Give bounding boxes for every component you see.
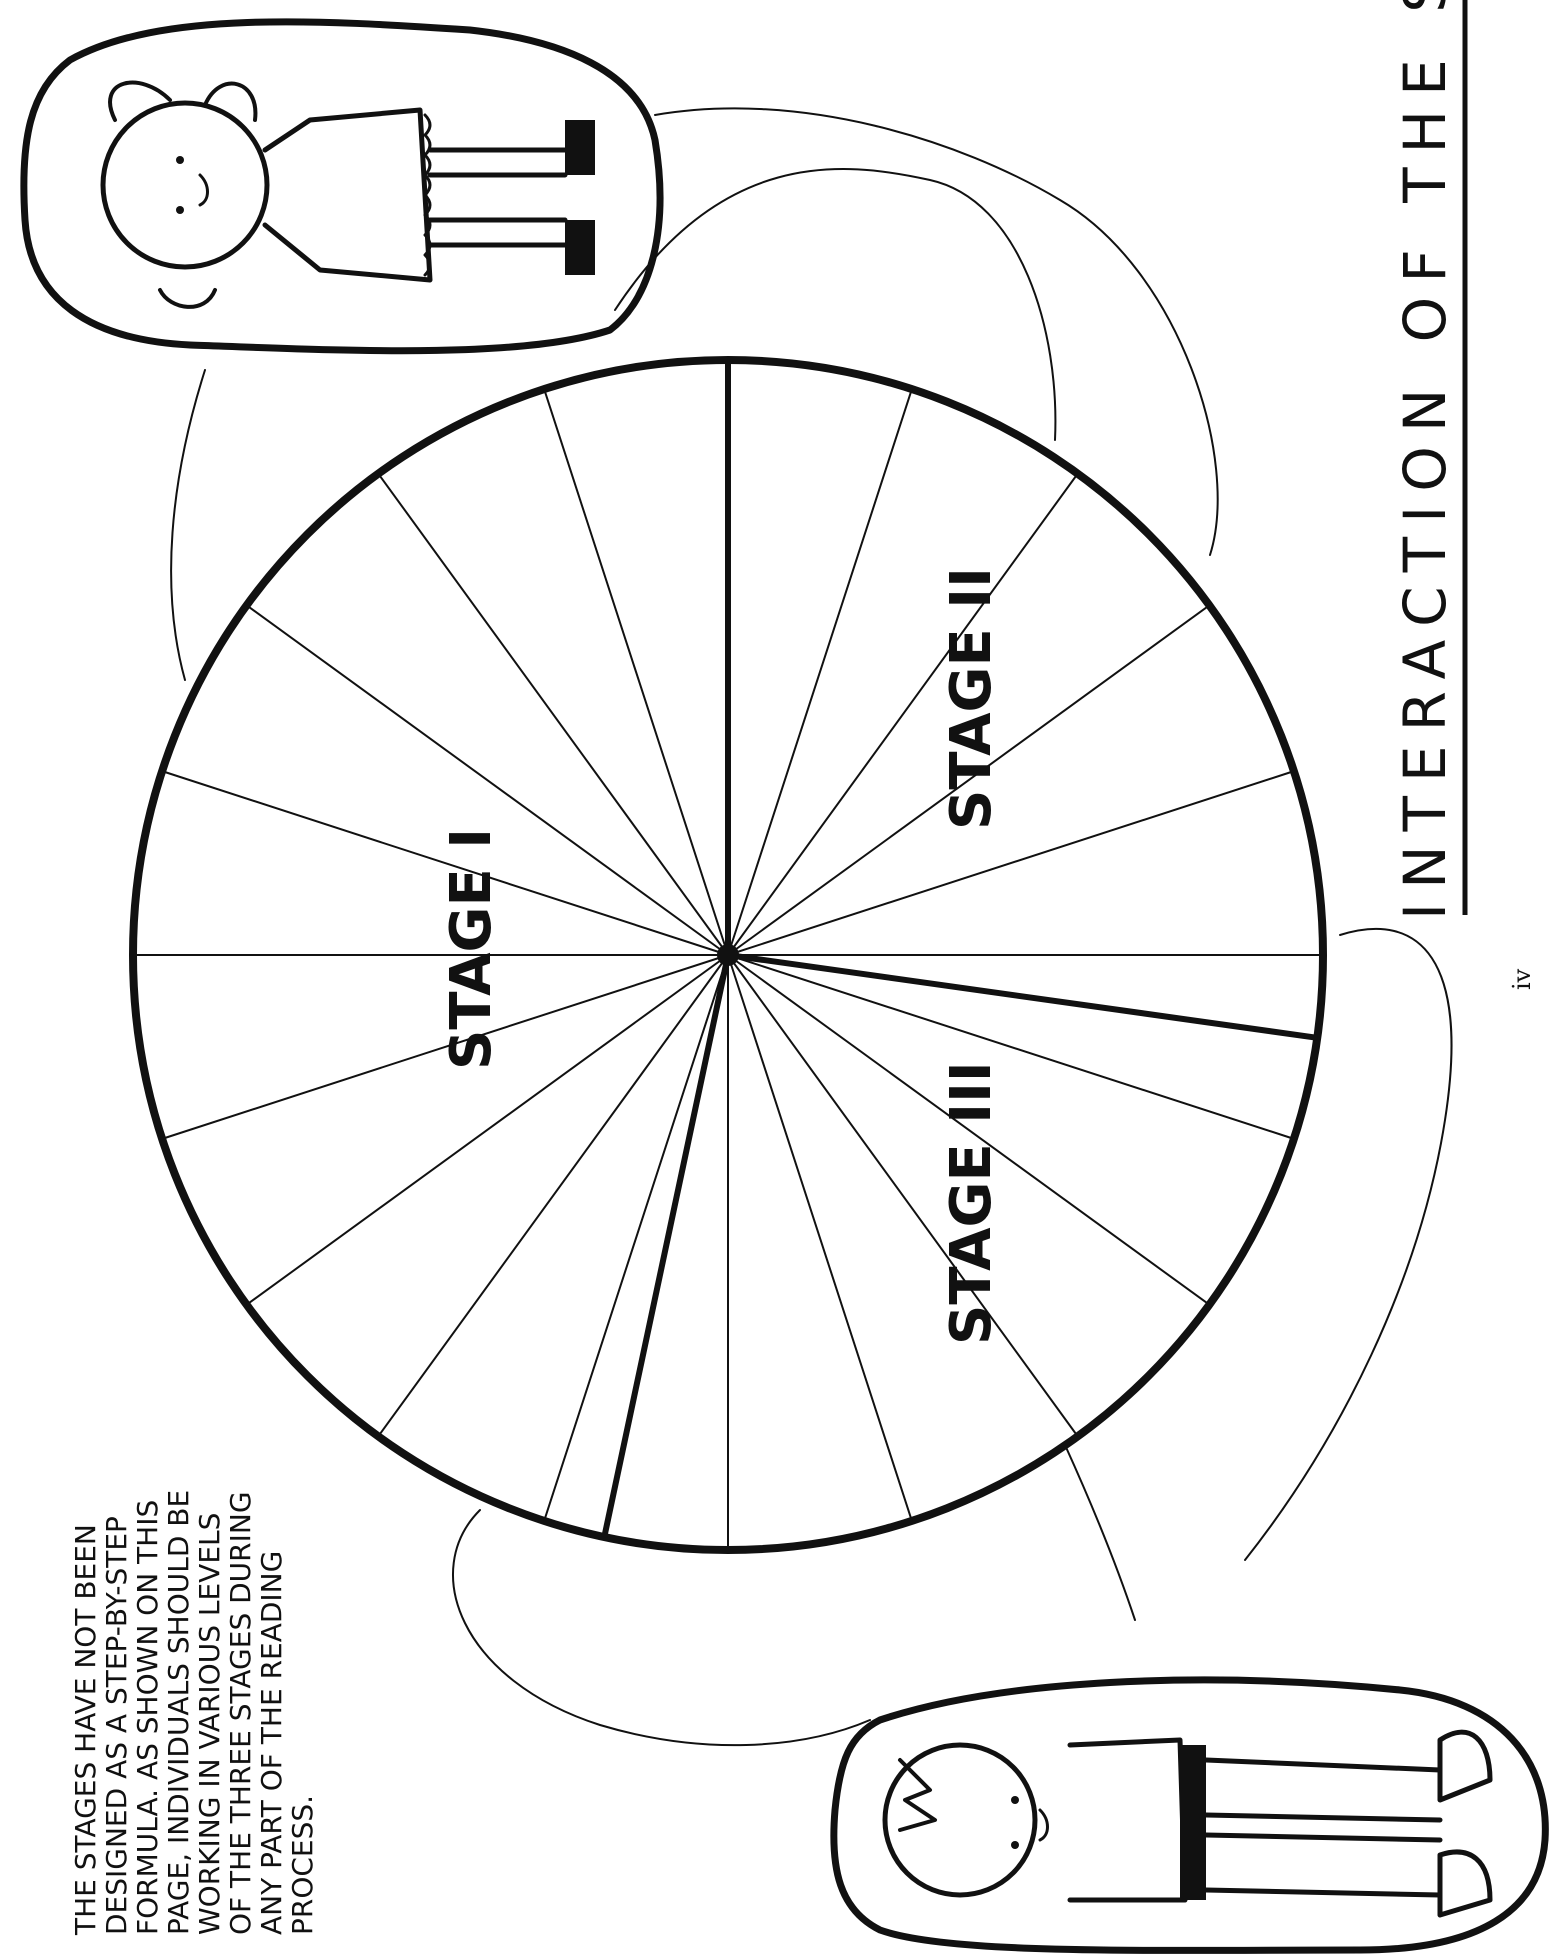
wheel-spoke [544,389,728,955]
stage-2-label: STAGE II [939,567,1004,830]
note-line: ANY PART OF THE READING [255,1551,288,1935]
girl-dress [265,110,430,280]
boy-belt [1180,1745,1206,1900]
boy-shirt [1070,1740,1185,1900]
note-line: FORMULA. AS SHOWN ON THIS [131,1500,164,1935]
loop-boy-outer [1245,929,1451,1560]
wheel-spoke [728,474,1078,955]
boy-illustration [834,1680,1546,1950]
wheel-spoke [544,955,728,1521]
wheel-hub [717,944,739,966]
girl-illustration [24,22,660,351]
note-line: WORKING IN VARIOUS LEVELS [193,1513,226,1935]
loop-girl-left [171,370,205,680]
boy-eye-2 [1011,1841,1019,1849]
stage-wheel [133,360,1323,1550]
girl-mouth [200,175,208,205]
note-line: OF THE THREE STAGES DURING [224,1491,257,1935]
girl-pigtail [160,290,215,307]
connector-loops [171,108,1451,1745]
wheel-spoke [728,955,1078,1436]
stage-divider [728,955,1317,1038]
note-line: PAGE, INDIVIDUALS SHOULD BE [162,1490,195,1935]
girl-shoe-1 [565,120,595,175]
girl-shoe-2 [565,220,595,275]
girl-eye-2 [176,206,184,214]
note-block: THE STAGES HAVE NOT BEEN DESIGNED AS A S… [69,1490,319,1936]
note-line: DESIGNED AS A STEP-BY-STEP [100,1516,133,1935]
boy-legs [1206,1760,1440,1895]
girl-head [103,103,267,267]
girl-legs [430,150,565,245]
stage-1-label: STAGE I [439,828,504,1070]
girl-blob-outline [24,22,660,351]
note-line: THE STAGES HAVE NOT BEEN [69,1524,102,1936]
page-number: iv [1508,968,1536,990]
loop-girl-inner [615,169,1055,440]
girl-eye-1 [176,156,184,164]
diagram-title: INTERACTION OF THE STAGES [1391,0,1459,920]
loop-girl-outer [655,108,1218,555]
wheel-spoke [728,389,912,955]
stage-divider [604,955,728,1537]
boy-shoe-2 [1440,1852,1490,1915]
wheel-spoke [728,955,912,1521]
stage-3-label: STAGE III [939,1061,1004,1345]
boy-shoe-1 [1440,1732,1490,1800]
boy-eye-1 [1011,1796,1019,1804]
wheel-spoke [378,474,728,955]
boy-mouth [1040,1810,1048,1840]
wheel-spoke [728,771,1294,955]
wheel-spoke [728,955,1294,1139]
note-line: PROCESS. [286,1795,319,1935]
loop-boy-middle [1065,1445,1135,1620]
